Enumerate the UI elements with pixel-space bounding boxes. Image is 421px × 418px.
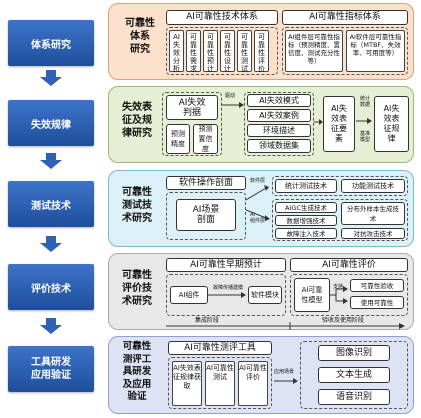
down-arrow-icon [40, 318, 62, 334]
pred-confidence-box: 预测 置信 度 [193, 124, 218, 154]
stage-label: 体系研究 [31, 39, 71, 51]
failure-case-box: AI失效案例 [247, 109, 311, 122]
arrow-right-icon [274, 378, 298, 384]
tech-cell: 可靠性预计 [203, 30, 218, 73]
arrow-right-icon [356, 118, 372, 124]
row-title: 可靠性 测试技 术研究 [122, 187, 152, 224]
eval-header: AI可靠性评价 [290, 258, 408, 272]
arrow-right-icon [208, 292, 246, 298]
ai-component-box: AI组件 [170, 286, 208, 304]
scene-group [166, 192, 246, 240]
metric-system-header: AI可靠性指标体系 [282, 10, 408, 25]
adversarial-box: 对抗攻击技术 [341, 228, 405, 239]
pred-accuracy-box: 预测 精度 [166, 124, 190, 154]
failure-repr-elements-box: AI失 效表 征要 素 [323, 96, 355, 152]
integration-stage-label: 集成阶段 [195, 317, 220, 324]
tool-header: AI可靠性测评工具 [168, 341, 272, 355]
tool-reliability-eval: AI可靠性评价 [238, 361, 268, 406]
metric-cells-group [282, 27, 408, 75]
failure-law-box: AI失 效表 征规 律 [374, 96, 409, 152]
row-title: 可靠性 体系 研究 [125, 18, 155, 55]
app-image-recognition: 图像识别 [318, 345, 390, 361]
environment-box: 环境描述 [247, 124, 311, 137]
arrow-right-icon [330, 286, 348, 304]
usage-reliability-box: 使用可靠性 [350, 296, 404, 309]
stage-eval-tech: 评价技术 [8, 264, 94, 310]
data-augment-box: 数据增强技术 [275, 215, 337, 226]
stage-tool-dev: 工具研发 应用验证 [8, 346, 94, 392]
apps-group [300, 341, 408, 409]
stage-test-tech: 测试技术 [8, 181, 94, 227]
app-text-generation: 文本生成 [318, 367, 390, 383]
ai-scene-profile-box: AI场景 剖面 [176, 199, 236, 231]
stage-label: 评价技术 [31, 283, 71, 295]
arrow-label: 驱动 [225, 93, 236, 99]
metric-cell-component: AI组件层可靠性指标（预测精度、置信度、测试充分性等） [285, 30, 343, 72]
tech-system-header: AI可靠性技术体系 [166, 10, 278, 25]
tech-cell: 可靠性需求 [186, 30, 201, 73]
stage-failure-law: 失效规律 [8, 100, 94, 146]
eval-group [290, 274, 408, 316]
func-test-box: 功能测试技术 [341, 179, 405, 193]
failure-criterion-box: AI失效 判据 [166, 95, 218, 120]
tech-cell: 可靠性测试 [237, 30, 252, 73]
component-layer-label: AI 组件层 [250, 212, 266, 224]
row-title: 可靠性 评价技 术研究 [122, 270, 152, 307]
acceptance-box: 可靠性验收 [350, 279, 404, 292]
tool-failure-law: AI失效表征规律获取 [172, 361, 202, 406]
fault-propagation-label: 故障传播建模 [212, 285, 243, 291]
aigc-box: AIGC生成技术 [275, 202, 337, 213]
tools-group [168, 357, 272, 409]
app-speech-recognition: 语音识别 [318, 389, 390, 405]
stage-label: 工具研发 应用验证 [31, 357, 71, 381]
down-arrow-icon [40, 153, 62, 169]
early-predict-header: AI可靠性早期预计 [166, 258, 286, 272]
tech-cells-group [166, 27, 278, 75]
metric-cell-software: AI软件层可靠性指标（MTBF、失效率、可用度等） [346, 30, 405, 72]
stat-data-label: 统计 数据 [359, 96, 370, 108]
tech-cell: AI失效分析 [169, 30, 184, 73]
down-arrow-icon [40, 70, 62, 86]
tech-cell: 可靠性评价 [254, 30, 269, 73]
software-module-box: 软件模块 [248, 286, 282, 304]
row-title: 可靠性 测评工 具研发 及应用 验证 [122, 341, 152, 402]
software-layer-label: 软件层 [250, 178, 266, 184]
tool-reliability-test: AI可靠性测试 [205, 361, 235, 406]
domain-dataset-box: 领域数据集 [247, 139, 311, 153]
component-tech-group [272, 199, 408, 241]
scene-label: 应用场景 [274, 369, 295, 375]
early-predict-group [166, 274, 286, 316]
failure-items-group [244, 92, 314, 156]
judge-group [162, 92, 222, 156]
acceptance-stage-label: 验收及使用阶段 [322, 317, 365, 324]
tech-cell: 可靠性设计 [220, 30, 235, 73]
support-label: 支持 [333, 284, 344, 290]
stage-label: 失效规律 [31, 119, 71, 131]
software-tech-group [272, 176, 408, 196]
ood-sample-box: 分布外样本生成技术 [341, 202, 405, 225]
baseline-model-label: 基准 模型 [359, 131, 370, 143]
stage-system-research: 体系研究 [8, 20, 94, 66]
down-arrow-icon [40, 236, 62, 252]
arrow-right-icon [246, 185, 269, 201]
stat-test-box: 统计测试技术 [275, 179, 337, 193]
op-profile-header: 软件操作剖面 [166, 176, 246, 190]
arrow-right-icon [222, 102, 244, 108]
fault-inject-box: 故障注入技术 [275, 228, 337, 239]
failure-mode-box: AI失效模式 [247, 94, 311, 107]
reliability-model-box: AI可靠 性模型 [294, 278, 330, 312]
stage-label: 测试技术 [31, 200, 71, 212]
row-title: 失效表 征及规 律研究 [122, 102, 152, 139]
arrow-right-icon [246, 209, 270, 221]
arrow-right-icon [314, 119, 323, 125]
stage-timeline-arrow-icon [166, 322, 405, 330]
